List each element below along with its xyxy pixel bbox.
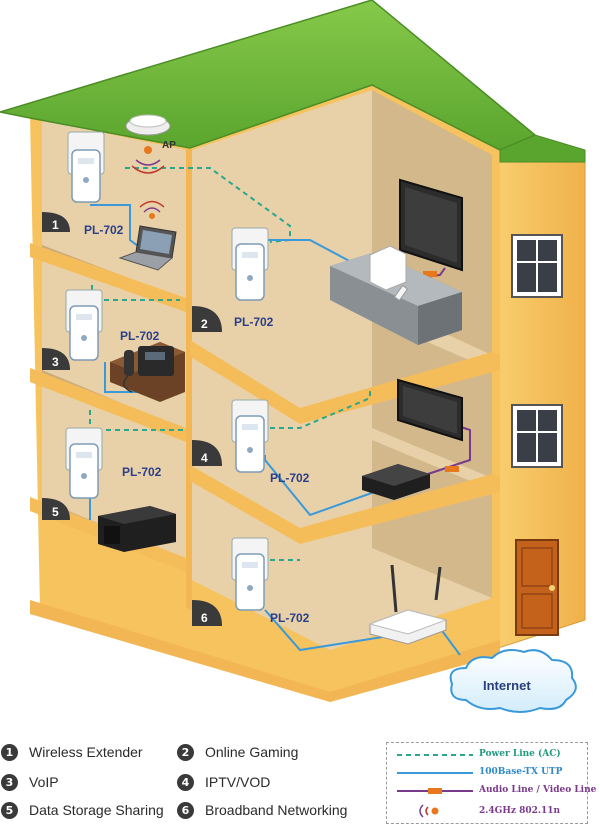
legend-text-3: VoIP: [29, 774, 59, 790]
floor-badge-3: 3: [42, 348, 70, 370]
tv-upper-icon: [399, 178, 463, 272]
roof: [0, 0, 537, 151]
key-label-wifi: 2.4GHz 802.11n: [479, 806, 561, 816]
internet-label: Internet: [483, 678, 531, 693]
tv-lower-icon: [397, 378, 463, 442]
laptop-icon: [118, 200, 177, 271]
legend-num-4: 4: [177, 774, 194, 791]
adapter-label-floor-1: PL-702: [84, 223, 124, 237]
floor-badge-2: 2: [192, 306, 222, 332]
legend-num-1: 1: [1, 744, 18, 761]
legend-num-5: 5: [1, 802, 18, 819]
key-row-power: Power Line (AC): [387, 747, 587, 763]
legend-num-6: 6: [177, 802, 194, 819]
svg-text:3: 3: [52, 355, 59, 369]
adapter-label-floor-5: PL-702: [122, 465, 162, 479]
key-label-av: Audio Line / Video Line: [479, 785, 597, 795]
router-icon: [368, 564, 448, 645]
legend-text-6: Broadband Networking: [205, 802, 348, 818]
floor-badge-1: 1: [42, 212, 70, 232]
legend-text-5: Data Storage Sharing: [29, 802, 164, 818]
legend-num-2: 2: [177, 744, 194, 761]
power-line-swatch-icon: [397, 754, 473, 756]
front-door: [515, 539, 559, 636]
svg-text:5: 5: [52, 505, 59, 519]
adapter-floor-6: [231, 537, 269, 611]
internet-cloud-icon: [449, 649, 577, 713]
line-type-key: Power Line (AC) 100Base-TX UTP Audio Lin…: [386, 742, 596, 824]
floor-badge-4: 4: [192, 440, 222, 466]
key-row-av: Audio Line / Video Line: [387, 783, 596, 799]
adapter-label-floor-3: PL-702: [120, 329, 160, 343]
access-point-icon: [125, 114, 171, 174]
floor-badge-6: 6: [192, 600, 222, 626]
legend-num-3: 3: [1, 774, 18, 791]
ap-label: AP: [162, 140, 176, 151]
adapter-label-floor-4: PL-702: [270, 471, 310, 485]
voip-phone-icon: [123, 346, 174, 393]
adapter-floor-3: [65, 289, 103, 361]
adapter-floor-1: [67, 131, 105, 203]
legend-text-4: IPTV/VOD: [205, 774, 271, 790]
set-top-box-icon: [362, 464, 430, 500]
adapter-floor-5: [65, 427, 103, 499]
adapter-label-floor-2: PL-702: [234, 315, 274, 329]
av-line-swatch-icon: [397, 788, 473, 794]
legend-text-2: Online Gaming: [205, 744, 299, 760]
window-lower: [511, 404, 563, 468]
key-label-utp: 100Base-TX UTP: [479, 767, 563, 777]
svg-text:1: 1: [52, 218, 59, 232]
adapter-floor-4: [231, 399, 269, 473]
floor-badge-5: 5: [42, 498, 70, 520]
utp-swatch-icon: [397, 772, 473, 774]
svg-text:4: 4: [201, 451, 208, 465]
wifi-signal-icon: [419, 804, 439, 818]
adapter-floor-2: [231, 227, 269, 301]
legend-text-1: Wireless Extender: [29, 744, 143, 760]
window-upper: [511, 234, 563, 298]
key-row-utp: 100Base-TX UTP: [387, 765, 587, 781]
svg-text:6: 6: [201, 611, 208, 625]
key-row-wifi: 2.4GHz 802.11n: [387, 801, 587, 821]
house-diagram: 1 3 5 2 4 6: [0, 0, 586, 713]
svg-text:2: 2: [201, 317, 208, 331]
game-console-icon: [369, 245, 409, 302]
key-label-power: Power Line (AC): [479, 749, 561, 759]
adapter-label-floor-6: PL-702: [270, 611, 310, 625]
nas-storage-icon: [98, 506, 176, 552]
